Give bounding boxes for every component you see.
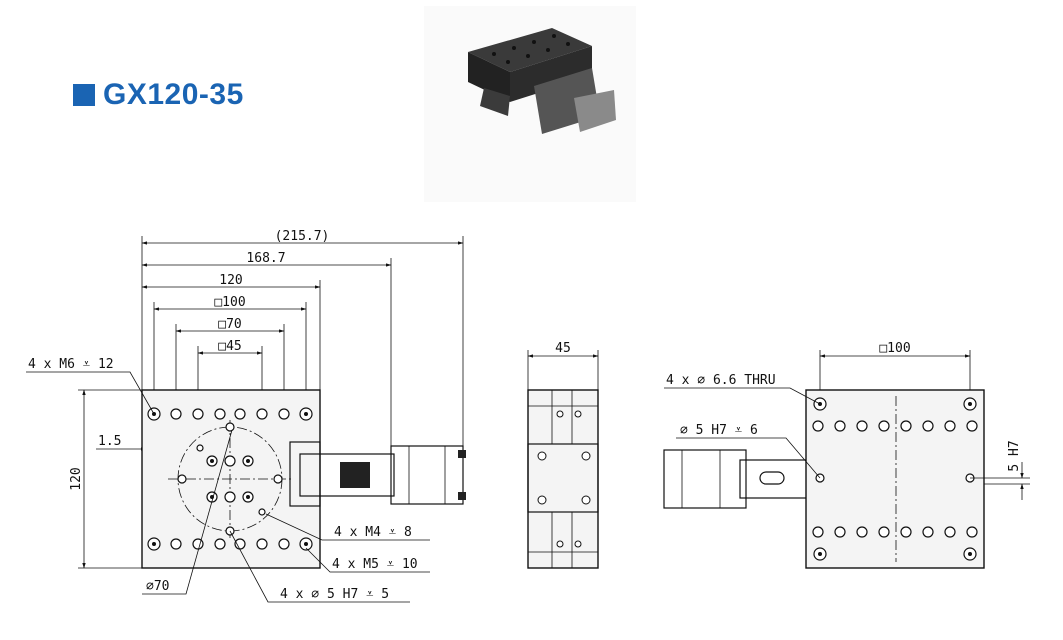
dim-edge-offset: 1.5 — [98, 434, 121, 449]
callout-m4-holes: 4 x M4 ⩡ 8 — [334, 525, 412, 540]
dim-stage-height: 120 — [69, 467, 84, 490]
product-render-image — [424, 6, 636, 202]
dim-dowel-offset: 5 H7 — [1007, 440, 1022, 471]
model-title: GX120-35 — [103, 78, 244, 111]
dim-bottom-square-100: □100 — [879, 341, 910, 356]
callout-dowel-holes: 4 x ∅ 5 H7 ⩡ 5 — [280, 587, 389, 602]
bottom-plate — [805, 389, 985, 569]
bottom-view: □100 4 x ∅ 6.6 THRU ∅ 5 H7 ⩡ 6 — [663, 341, 1030, 569]
side-view: 45 — [527, 341, 599, 569]
callout-m6-holes: 4 x M6 ⩡ 12 — [28, 357, 114, 372]
front-view: (215.7) 168.7 120 □100 □70 □45 120 1.5 — [26, 229, 466, 603]
dim-stage-width: 120 — [219, 273, 242, 288]
callout-thru-holes: 4 x ∅ 6.6 THRU — [666, 373, 776, 388]
dim-overall-length: (215.7) — [275, 229, 330, 244]
dim-hole-square-70: □70 — [218, 317, 241, 332]
model-title-block: GX120-35 — [73, 78, 244, 112]
callout-bottom-dowel: ∅ 5 H7 ⩡ 6 — [680, 423, 758, 438]
dim-stage-thickness: 45 — [555, 341, 571, 356]
callout-bolt-circle: ∅70 — [146, 579, 169, 594]
title-marker-square — [73, 84, 95, 106]
dim-hole-square-100: □100 — [214, 295, 245, 310]
dim-hole-square-45: □45 — [218, 339, 241, 354]
dim-motor-end-length: 168.7 — [246, 251, 285, 266]
callout-m5-holes: 4 x M5 ⩡ 10 — [332, 557, 418, 572]
